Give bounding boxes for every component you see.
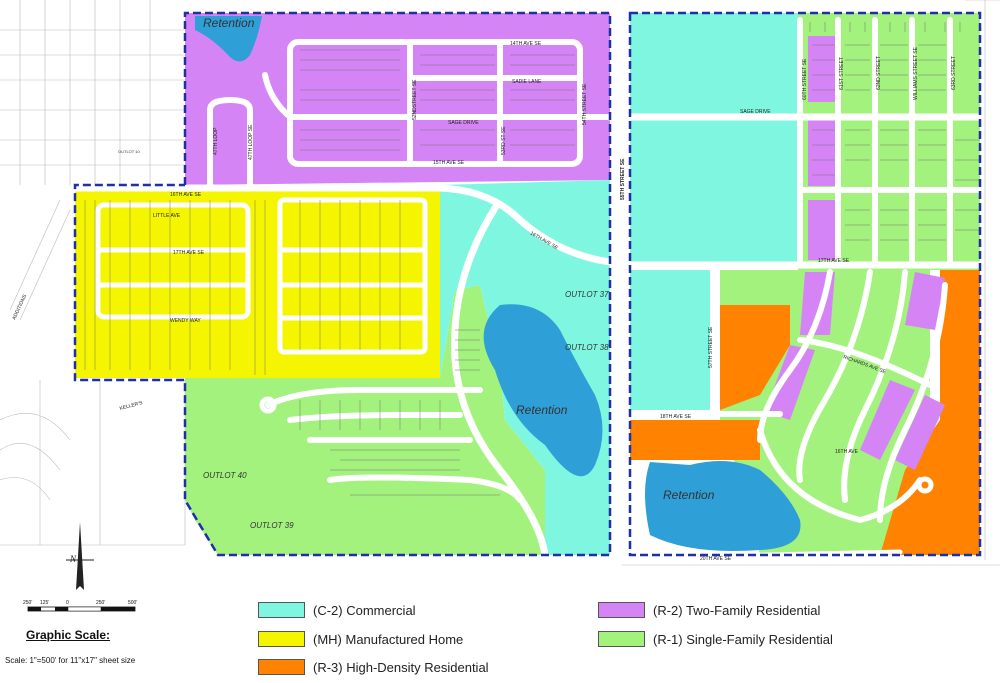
scale-tick-2: 0 (66, 600, 69, 606)
street-63rd: 63RD STREET (951, 56, 957, 90)
scale-tick-4: 500' (128, 600, 137, 606)
label-kellers: KELLER'S (119, 400, 144, 412)
street-62nd: 62ND STREET (876, 56, 882, 90)
project-boundary (73, 11, 982, 557)
street-47th-loop-se: 47TH LOOP SE (248, 124, 254, 160)
zone-mh (75, 185, 440, 378)
legend-label-high-density: (R-3) High-Density Residential (313, 659, 489, 675)
scale-bar: 250' 125' 0 250' 500' (23, 600, 137, 612)
outlot-40-label: OUTLOT 40 (203, 471, 247, 480)
street-47th-loop: 47TH LOOP (213, 127, 219, 155)
street-18th-ave: 18TH AVE SE (660, 414, 692, 420)
zone-r2-east (765, 36, 945, 470)
street-17th-ave-left: 17TH AVE SE (173, 250, 205, 256)
retention-pond-east (645, 461, 801, 551)
street-52nd: 52NDSTREET SE (412, 79, 418, 120)
street-14th-ave: 14TH AVE SE (510, 41, 542, 47)
legend-swatch-high-density (258, 659, 305, 675)
legend-swatch-single-family (598, 631, 645, 647)
street-54th: 54TH STREET SE (582, 83, 588, 125)
street-little-ave: LITTLE AVE (153, 213, 181, 219)
street-60th: 60TH STREET SE (802, 58, 808, 100)
scale-tick-3: 250' (96, 600, 105, 606)
lot-lines (84, 22, 980, 496)
zone-c2-east-south (630, 270, 710, 410)
legend-swatch-manufactured (258, 631, 305, 647)
retention-pond-center (483, 304, 603, 477)
retention-pond-north (195, 16, 262, 62)
graphic-scale-note: Scale: 1"=500' for 11"x17" sheet size (5, 656, 136, 665)
scale-tick-0: 250' (23, 600, 32, 606)
outlot-10-label: OUTLOT 10 (118, 149, 140, 154)
north-label: N (69, 554, 77, 564)
legend-label-two-family: (R-2) Two-Family Residential (653, 602, 821, 618)
outlot-38-label: OUTLOT 38 (565, 343, 609, 352)
legend-commercial: (C-2) Commercial (258, 601, 416, 619)
legend-label-manufactured: (MH) Manufactured Home (313, 631, 464, 647)
legend-label-commercial: (C-2) Commercial (313, 602, 416, 618)
retention-label-east: Retention (663, 488, 715, 502)
road-network (71, 3, 984, 567)
street-57th: 57TH STREET SE (708, 326, 714, 368)
street-20th-ave: 20TH AVE SE (700, 556, 732, 562)
street-55th: 55TH STREET SE (620, 158, 626, 200)
graphic-scale-title: Graphic Scale: (26, 628, 111, 642)
zone-r3-west-strip (630, 420, 760, 460)
street-sadie-lane: SADIE LANE (512, 79, 542, 85)
street-16th-ave: 16TH AVE SE (170, 192, 202, 198)
outlot-39-label: OUTLOT 39 (250, 521, 294, 530)
street-sage-drive-left: SAGE DRIVE (448, 120, 479, 126)
street-wendy-way: WENDY WAY (170, 318, 201, 324)
street-williams: WILLIAMS STREET SE (913, 46, 919, 100)
retention-label-north: Retention (203, 16, 255, 30)
surrounding-parcels (0, 0, 1000, 566)
outlot-37-label: OUTLOT 37 (565, 290, 609, 299)
zone-c2-east-north (630, 13, 798, 263)
legend-swatch-commercial (258, 602, 305, 618)
street-53rd: 53RD ST SE (501, 126, 507, 155)
legend-label-single-family: (R-1) Single-Family Residential (653, 631, 833, 647)
street-16th-ave-r: 16TH AVE (835, 449, 859, 455)
zone-r3-middle (720, 305, 790, 410)
legend-swatch-two-family (598, 602, 645, 618)
legend-high-density: (R-3) High-Density Residential (258, 658, 489, 676)
legend-two-family: (R-2) Two-Family Residential (598, 601, 820, 619)
retention-label-center: Retention (516, 403, 568, 417)
street-15th-ave: 15TH AVE SE (433, 160, 465, 166)
legend-manufactured: (MH) Manufactured Home (258, 630, 463, 648)
legend-single-family: (R-1) Single-Family Residential (598, 630, 833, 648)
street-sage-drive-right: SAGE DRIVE (740, 109, 771, 115)
street-17th-ave-right: 17TH AVE SE (818, 258, 850, 264)
scale-tick-1: 125' (40, 600, 49, 606)
zone-r3-east (880, 270, 980, 555)
north-arrow-icon: N (66, 522, 94, 590)
street-61st: 61ST STREET (839, 57, 845, 90)
